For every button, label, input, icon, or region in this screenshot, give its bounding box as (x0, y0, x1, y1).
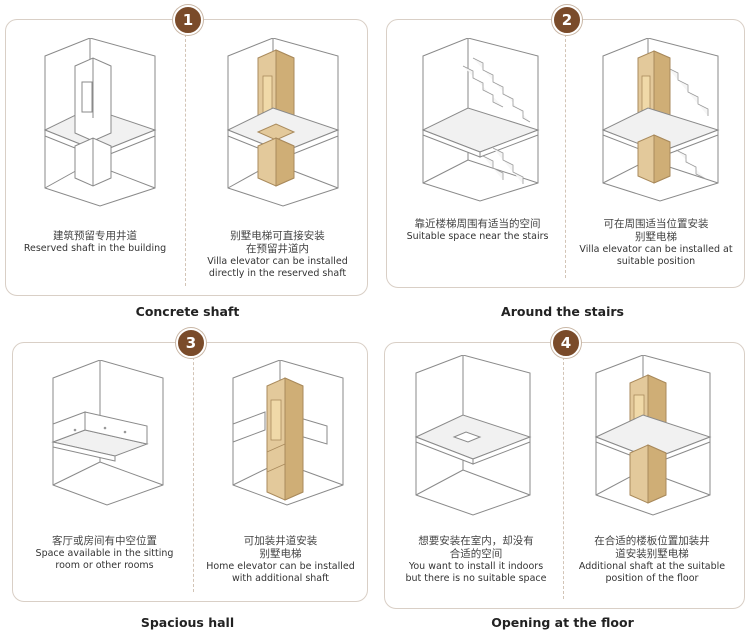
panel-4-left-zh2: 合适的空间 (449, 548, 503, 560)
panel-1-left-illustration (43, 38, 157, 207)
panel-1-right-en2: directly in the reserved shaft (208, 268, 347, 279)
panel-4-divider (563, 352, 564, 599)
panel-1-right-en1: Villa elevator can be installed (207, 256, 348, 267)
panel-3-left-zh: 客厅或房间有中空位置 (52, 535, 157, 547)
panel-4-left-illustration (414, 355, 532, 516)
panel-4-left-en2: but there is no suitable space (405, 573, 547, 584)
panel-2-left-zh: 靠近楼梯周围有适当的空间 (414, 218, 541, 230)
panel-3-right-caption: 可加装井道安装 别墅电梯 Home elevator can be instal… (198, 535, 363, 585)
panel-1-right-illustration (226, 38, 340, 207)
panel-2-right-en2: suitable position (616, 256, 696, 267)
panel-4-right-en1: Additional shaft at the suitable (578, 561, 726, 572)
panel-4-left-caption: 想要安装在室内，却没有 合适的空间 You want to install it… (392, 535, 560, 585)
panel-1-right-zh2: 在预留井道内 (246, 243, 309, 255)
panel-2-right-en1: Villa elevator can be installed at (579, 244, 733, 255)
panel-3-right-zh2: 别墅电梯 (259, 548, 302, 560)
panel-1-badge: 1 (173, 5, 203, 35)
panel-3-left-caption: 客厅或房间有中空位置 Space available in the sittin… (22, 535, 187, 572)
panel-2-badge: 2 (552, 5, 582, 35)
panel-4-title: Opening at the floor (491, 615, 634, 630)
panel-1-right-caption: 别墅电梯可直接安装 在预留井道内 Villa elevator can be i… (195, 230, 360, 280)
panel-2-left-caption: 靠近楼梯周围有适当的空间 Suitable space near the sta… (395, 218, 560, 243)
panel-3-title: Spacious hall (140, 615, 235, 630)
panel-2-left-en: Suitable space near the stairs (406, 231, 549, 242)
panel-1-left-caption: 建筑预留专用井道 Reserved shaft in the building (20, 230, 170, 255)
panel-1-title: Concrete shaft (135, 304, 240, 319)
panel-1-right-zh1: 别墅电梯可直接安装 (230, 230, 325, 242)
panel-2-left-illustration (421, 38, 540, 202)
panel-4-badge: 4 (551, 328, 581, 358)
panel-2-right-zh2: 别墅电梯 (635, 231, 677, 243)
panel-3-right-zh1: 可加装井道安装 (243, 535, 318, 547)
panel-1-divider (185, 29, 186, 286)
panel-4-right-en2: position of the floor (605, 573, 699, 584)
panel-3-right-illustration (232, 360, 344, 506)
panel-4-right-caption: 在合适的楼板位置加装井 道安装别墅电梯 Additional shaft at … (568, 535, 736, 585)
panel-2-right-illustration (601, 38, 720, 202)
panel-2-right-caption: 可在周围适当位置安装 别墅电梯 Villa elevator can be in… (572, 218, 740, 268)
panel-1-left-zh: 建筑预留专用井道 (53, 230, 137, 242)
panel-3-right-en1: Home elevator can be installed (206, 561, 355, 572)
panel-3-divider (193, 352, 194, 592)
panel-3-left-illustration (51, 360, 164, 506)
panel-3-left-en2: room or other rooms (55, 560, 154, 571)
panel-1-left-en: Reserved shaft in the building (23, 243, 167, 254)
panel-2-right-zh1: 可在周围适当位置安装 (603, 218, 709, 230)
panel-4-right-zh1: 在合适的楼板位置加装井 (594, 535, 710, 547)
panel-4-right-zh2: 道安装别墅电梯 (615, 548, 689, 560)
panel-4-left-zh1: 想要安装在室内，却没有 (418, 535, 534, 547)
panel-3-badge: 3 (176, 328, 206, 358)
panel-4-left-en1: You want to install it indoors (408, 561, 544, 572)
panel-2-divider (565, 29, 566, 278)
panel-3-right-en2: with additional shaft (231, 573, 330, 584)
panel-3-left-en1: Space available in the sitting (35, 548, 174, 559)
panel-4-right-illustration (594, 355, 712, 516)
panel-2-title: Around the stairs (501, 304, 624, 319)
